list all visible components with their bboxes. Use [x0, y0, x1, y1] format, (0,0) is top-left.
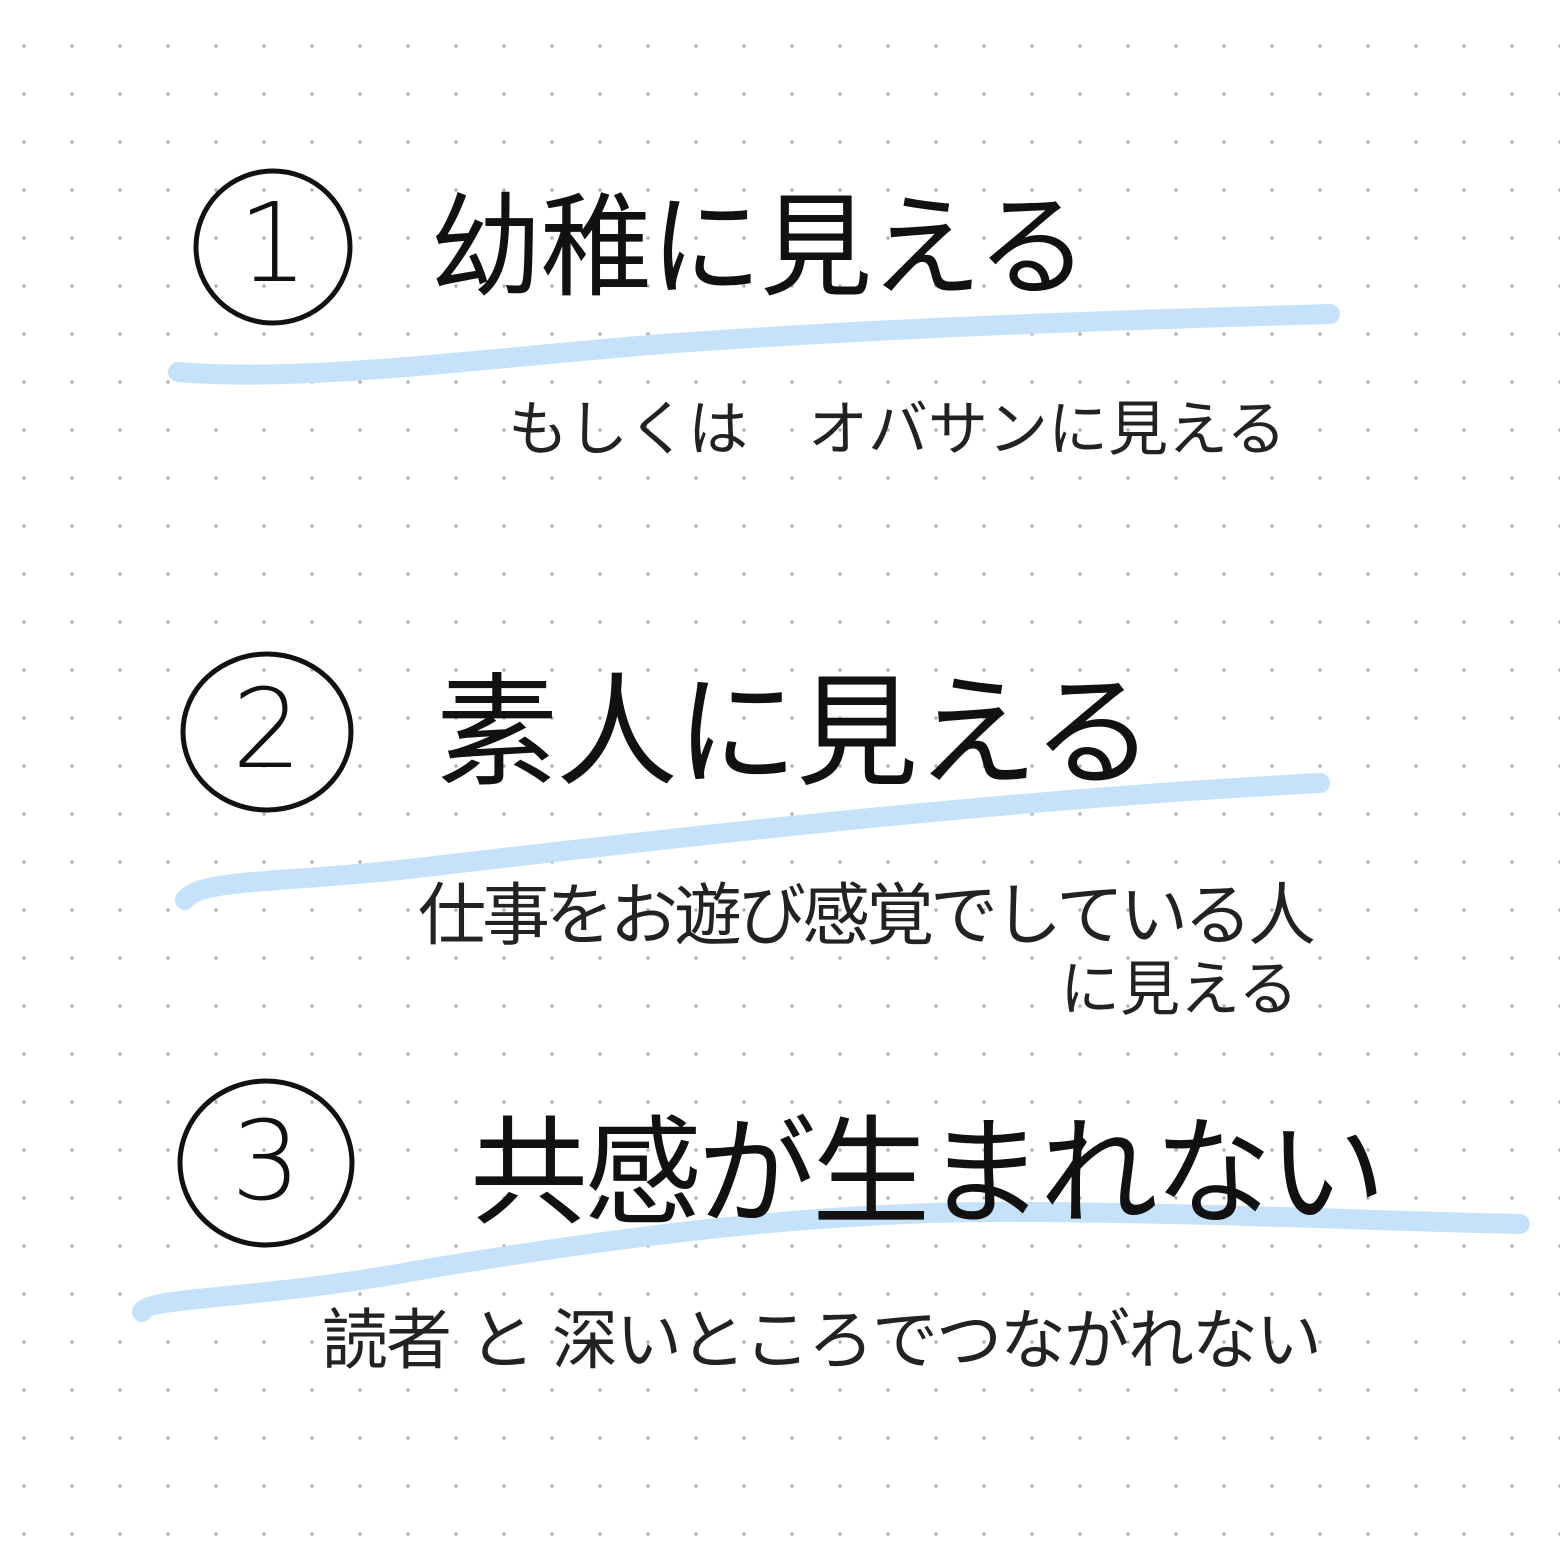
number-circle-2 [180, 651, 354, 813]
item-title-1: 幼稚に見える [430, 183, 1089, 313]
number-circle-3 [177, 1078, 355, 1248]
item-title-3: 共感が生まれない [470, 1104, 1386, 1242]
item-title-2: 素人に見える [436, 662, 1154, 804]
item-subtitle-3: 読者 と 深いところでつながれない [322, 1302, 1322, 1379]
number-circle-1 [193, 168, 353, 326]
highlight-underline-3 [132, 1202, 1530, 1322]
item-subtitle-2-line-1: 仕事をお遊び感覚でしている人 [418, 877, 1316, 956]
item-number-1: 1 [238, 179, 308, 307]
item-number-3: 3 [231, 1097, 301, 1225]
item-subtitle-2-line-2: に見える [1060, 955, 1299, 1025]
item-number-2: 2 [232, 665, 302, 793]
highlight-underline-2 [175, 773, 1330, 910]
item-subtitle-1: もしくは オバサンに見える [508, 395, 1287, 465]
highlight-underline-1 [168, 304, 1340, 385]
